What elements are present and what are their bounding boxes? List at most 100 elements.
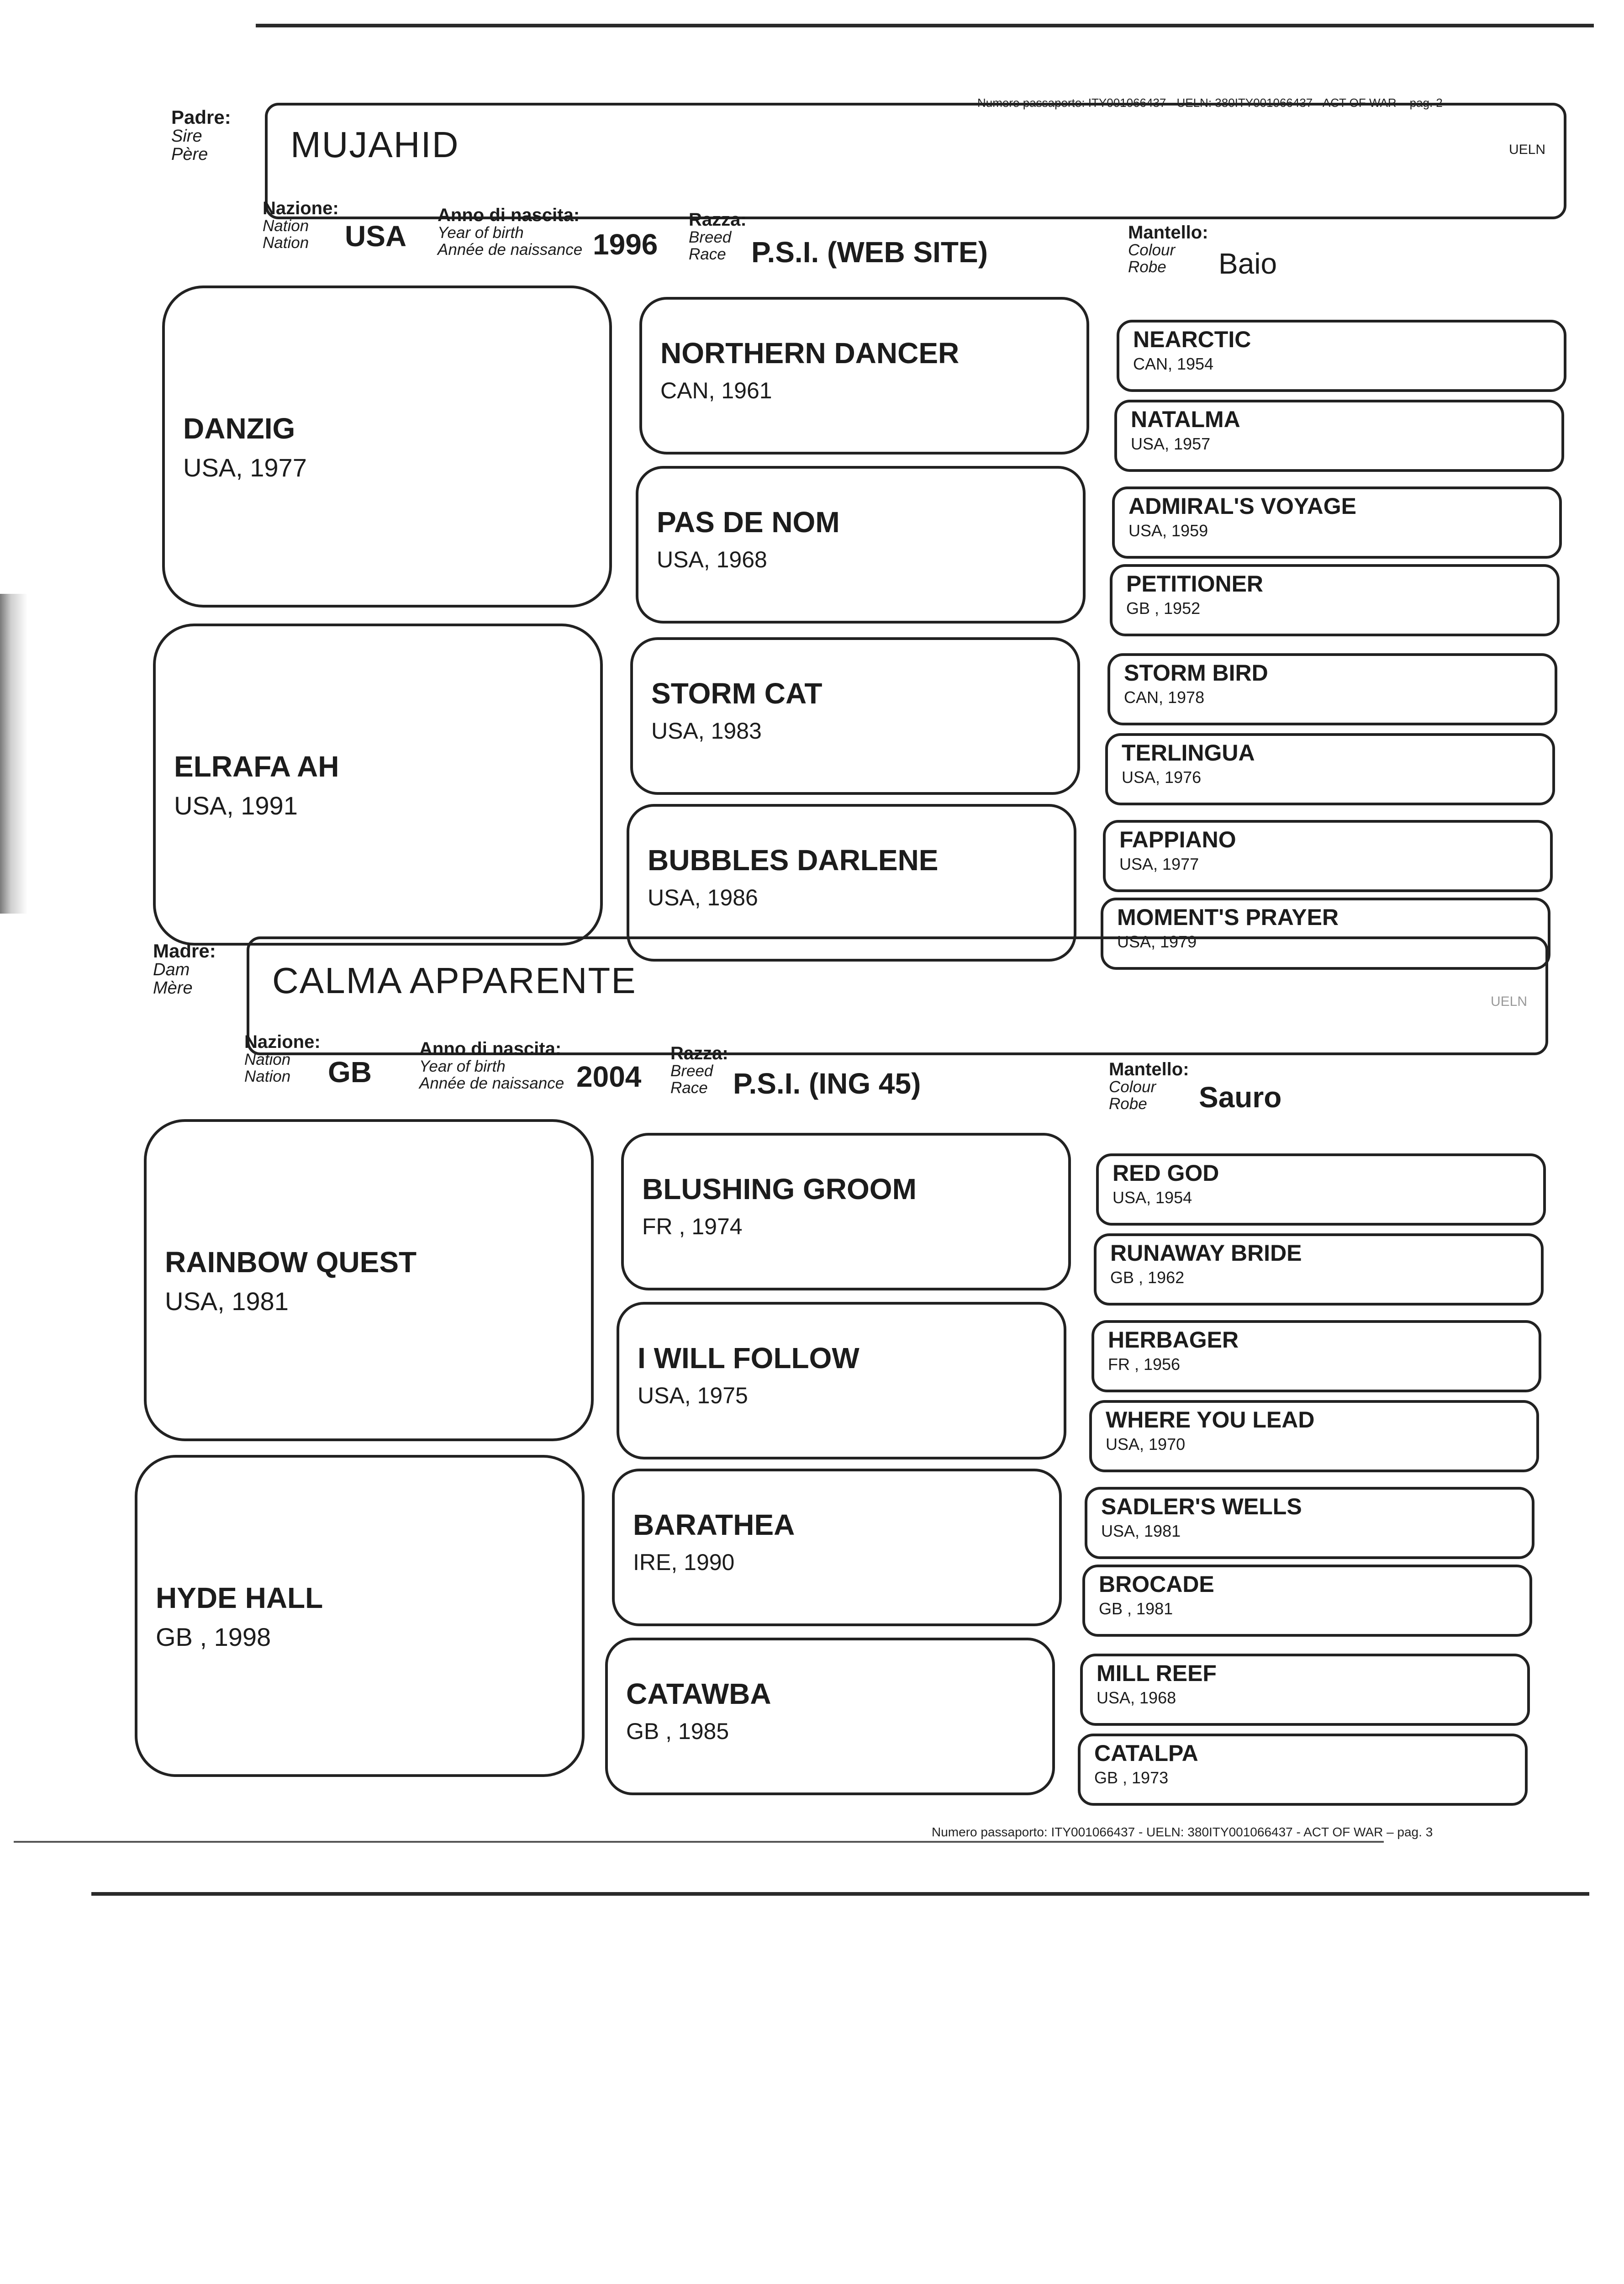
horse-name: MILL REEF <box>1097 1660 1217 1686</box>
horse-name: NEARCTIC <box>1133 327 1251 352</box>
horse-name: TERLINGUA <box>1122 740 1255 766</box>
dam-gen1-box-1: RAINBOW QUEST USA, 1981 <box>144 1119 594 1441</box>
horse-info: USA, 1983 <box>651 718 762 744</box>
horse-name: NORTHERN DANCER <box>660 337 960 370</box>
horse-info: USA, 1968 <box>657 547 767 572</box>
horse-info: USA, 1970 <box>1106 1435 1186 1454</box>
sire-year-label: Anno di nascita: Year of birth Année de … <box>438 205 583 259</box>
dam-gen3-box-6: BROCADE GB , 1981 <box>1082 1565 1532 1637</box>
passport-line-bottom: Numero passaporto: ITY001066437 - UELN: … <box>932 1825 1433 1839</box>
horse-name: STORM CAT <box>651 677 823 710</box>
sire-gen1-box-2: ELRAFA AH USA, 1991 <box>153 624 603 946</box>
horse-name: I WILL FOLLOW <box>638 1342 859 1375</box>
horse-info: USA, 1991 <box>174 791 298 820</box>
horse-name: BROCADE <box>1099 1571 1214 1597</box>
sire-gen1-box-1: DANZIG USA, 1977 <box>162 286 612 608</box>
dam-gen1-box-2: HYDE HALL GB , 1998 <box>135 1455 585 1777</box>
sire-role-label: Padre: Sire Père <box>171 106 231 164</box>
horse-name: HERBAGER <box>1108 1327 1239 1353</box>
horse-name: STORM BIRD <box>1124 660 1268 686</box>
horse-info: USA, 1979 <box>1117 932 1197 951</box>
horse-name: WHERE YOU LEAD <box>1106 1407 1315 1433</box>
sire-year: 1996 <box>593 228 658 261</box>
horse-name: ADMIRAL'S VOYAGE <box>1128 493 1356 519</box>
dam-gen2-box-4: CATAWBA GB , 1985 <box>605 1638 1055 1795</box>
horse-name: CATALPA <box>1094 1740 1198 1766</box>
horse-info: FR , 1974 <box>642 1214 743 1239</box>
sire-gen3-box-6: TERLINGUA USA, 1976 <box>1105 733 1555 805</box>
horse-info: USA, 1957 <box>1131 434 1211 453</box>
dam-colour-label: Mantello: Colour Robe <box>1109 1059 1189 1113</box>
horse-name: RAINBOW QUEST <box>165 1246 417 1279</box>
sire-breed: P.S.I. (WEB SITE) <box>751 236 988 269</box>
horse-info: USA, 1981 <box>165 1287 289 1316</box>
bottom-rule-1 <box>14 1841 1384 1843</box>
sire-gen3-box-3: ADMIRAL'S VOYAGE USA, 1959 <box>1112 486 1562 559</box>
horse-info: GB , 1962 <box>1110 1268 1185 1287</box>
dam-breed: P.S.I. (ING 45) <box>733 1067 921 1100</box>
sire-gen2-box-3: STORM CAT USA, 1983 <box>630 637 1080 795</box>
scan-edge-shadow <box>0 594 27 914</box>
horse-info: USA, 1976 <box>1122 768 1202 787</box>
sire-colour-label: Mantello: Colour Robe <box>1128 222 1208 276</box>
dam-year-label: Anno di nascita: Year of birth Année de … <box>419 1039 564 1092</box>
dam-gen2-box-2: I WILL FOLLOW USA, 1975 <box>617 1302 1066 1459</box>
sire-gen3-box-4: PETITIONER GB , 1952 <box>1110 564 1560 636</box>
bottom-rule-2 <box>91 1892 1589 1896</box>
top-rule <box>256 24 1594 27</box>
horse-info: GB , 1985 <box>626 1718 729 1744</box>
horse-name: MOMENT'S PRAYER <box>1117 904 1339 930</box>
dam-ueln-label: UELN <box>1490 994 1527 1009</box>
dam-gen2-box-3: BARATHEA IRE, 1990 <box>612 1469 1062 1626</box>
horse-info: IRE, 1990 <box>633 1549 735 1575</box>
dam-gen3-box-1: RED GOD USA, 1954 <box>1096 1153 1546 1226</box>
dam-nation: GB <box>328 1056 372 1089</box>
horse-info: USA, 1968 <box>1097 1688 1176 1707</box>
dam-gen3-box-8: CATALPA GB , 1973 <box>1078 1734 1528 1806</box>
sire-gen3-box-1: NEARCTIC CAN, 1954 <box>1117 320 1566 392</box>
horse-name: DANZIG <box>183 412 295 445</box>
horse-name: RED GOD <box>1113 1160 1219 1186</box>
horse-name: BLUSHING GROOM <box>642 1173 917 1205</box>
horse-info: USA, 1954 <box>1113 1188 1192 1207</box>
horse-name: FAPPIANO <box>1119 827 1236 852</box>
sire-nation: USA <box>345 220 407 253</box>
horse-info: CAN, 1954 <box>1133 354 1214 373</box>
dam-gen3-box-3: HERBAGER FR , 1956 <box>1091 1320 1541 1392</box>
horse-info: GB , 1981 <box>1099 1599 1173 1618</box>
sire-name: MUJAHID <box>290 124 459 165</box>
horse-info: GB , 1973 <box>1094 1768 1169 1787</box>
dam-colour: Sauro <box>1199 1081 1282 1114</box>
dam-name: CALMA APPARENTE <box>272 960 637 1001</box>
sire-colour: Baio <box>1218 247 1277 280</box>
dam-gen3-box-5: SADLER'S WELLS USA, 1981 <box>1085 1487 1534 1559</box>
horse-name: BUBBLES DARLENE <box>648 844 939 877</box>
horse-info: CAN, 1978 <box>1124 688 1205 707</box>
horse-info: USA, 1977 <box>183 453 307 482</box>
horse-name: BARATHEA <box>633 1508 795 1541</box>
horse-name: SADLER'S WELLS <box>1101 1494 1302 1519</box>
sire-gen3-box-2: NATALMA USA, 1957 <box>1114 400 1564 472</box>
sire-nation-label: Nazione: Nation Nation <box>263 198 339 252</box>
dam-name-box: CALMA APPARENTE UELN <box>247 936 1548 1055</box>
horse-name: PETITIONER <box>1126 571 1264 597</box>
dam-role-label: Madre: Dam Mère <box>153 940 216 998</box>
dam-gen3-box-4: WHERE YOU LEAD USA, 1970 <box>1089 1400 1539 1472</box>
dam-gen3-box-7: MILL REEF USA, 1968 <box>1080 1654 1530 1726</box>
horse-info: USA, 1959 <box>1128 521 1208 540</box>
sire-gen2-box-1: NORTHERN DANCER CAN, 1961 <box>639 297 1089 455</box>
dam-gen2-box-1: BLUSHING GROOM FR , 1974 <box>621 1133 1071 1290</box>
horse-info: USA, 1981 <box>1101 1522 1181 1540</box>
horse-name: NATALMA <box>1131 407 1240 432</box>
horse-info: FR , 1956 <box>1108 1355 1181 1374</box>
dam-nation-label: Nazione: Nation Nation <box>244 1032 321 1085</box>
dam-breed-label: Razza: Breed Race <box>670 1043 728 1097</box>
sire-gen3-box-7: FAPPIANO USA, 1977 <box>1103 820 1553 892</box>
sire-ueln-label: UELN <box>1508 142 1545 157</box>
sire-breed-label: Razza: Breed Race <box>689 210 747 263</box>
horse-info: GB , 1998 <box>156 1623 271 1651</box>
horse-info: USA, 1975 <box>638 1383 748 1408</box>
horse-info: USA, 1986 <box>648 885 758 910</box>
sire-gen3-box-8: MOMENT'S PRAYER USA, 1979 <box>1101 898 1550 970</box>
sire-name-box: MUJAHID UELN <box>265 103 1566 219</box>
